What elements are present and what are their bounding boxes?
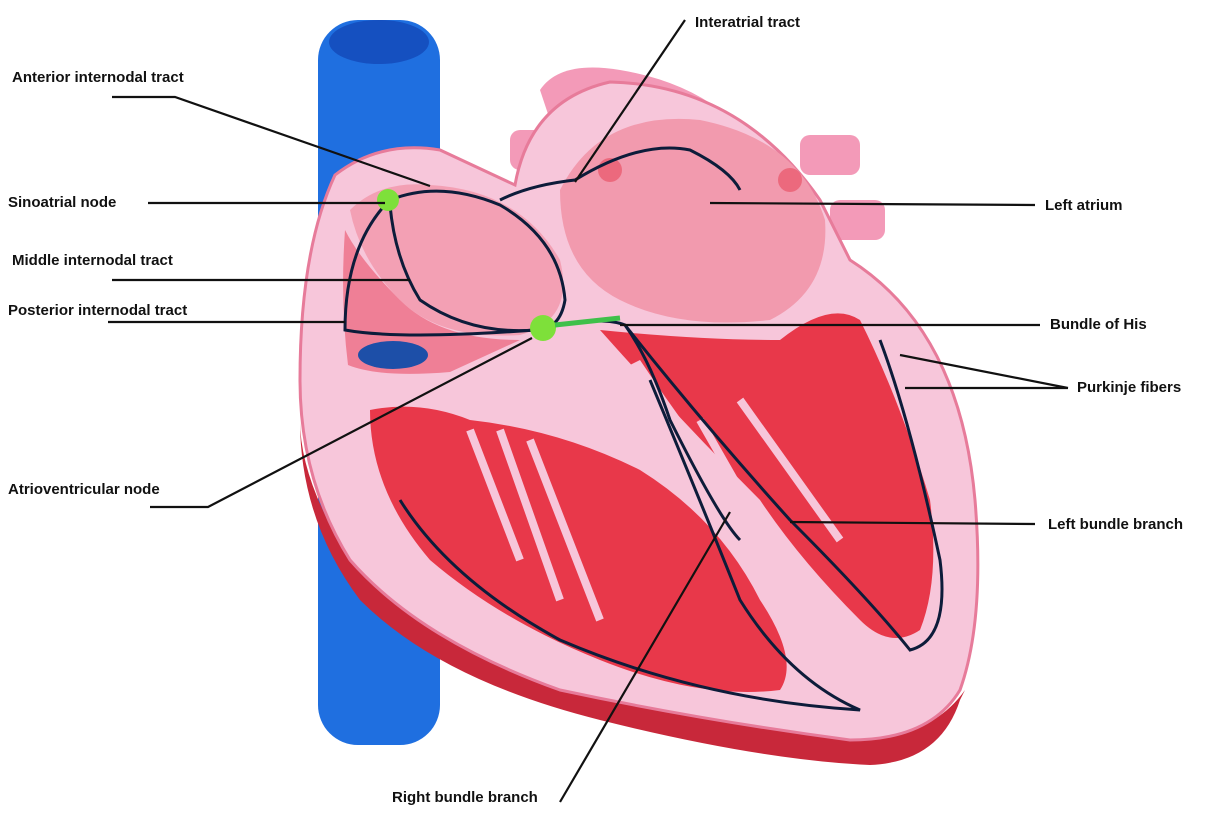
- atrioventricular-node-mark: [530, 315, 556, 341]
- sinoatrial-node-mark: [377, 189, 399, 211]
- label-atrioventricular-node: Atrioventricular node: [8, 481, 160, 498]
- label-interatrial-tract: Interatrial tract: [695, 14, 801, 31]
- right-atrium: [350, 184, 564, 336]
- label-posterior-internodal-tract: Posterior internodal tract: [8, 302, 188, 319]
- coronary-sinus-opening: [358, 341, 428, 369]
- label-bundle-of-his: Bundle of His: [1050, 316, 1147, 333]
- label-left-bundle-branch: Left bundle branch: [1048, 516, 1183, 533]
- right-ventricle: [370, 406, 787, 692]
- label-middle-internodal-tract: Middle internodal tract: [12, 252, 173, 269]
- pulmonary-vein-bottom: [830, 200, 885, 240]
- pulmonary-vein-top: [800, 135, 860, 175]
- label-left-atrium: Left atrium: [1045, 197, 1123, 214]
- label-anterior-internodal-tract: Anterior internodal tract: [12, 69, 184, 86]
- left-ventricle: [600, 313, 934, 638]
- label-sinoatrial-node: Sinoatrial node: [8, 194, 117, 211]
- right-atrium-back: [343, 230, 520, 374]
- leader-lines: [108, 19, 1069, 803]
- conduction-pathways: [343, 146, 944, 712]
- septum: [620, 360, 880, 690]
- label-purkinje-fibers: Purkinje fibers: [1077, 379, 1182, 396]
- label-right-bundle-branch: Right bundle branch: [392, 789, 538, 806]
- left-atrium: [560, 118, 826, 323]
- vena-cava-opening: [329, 20, 429, 64]
